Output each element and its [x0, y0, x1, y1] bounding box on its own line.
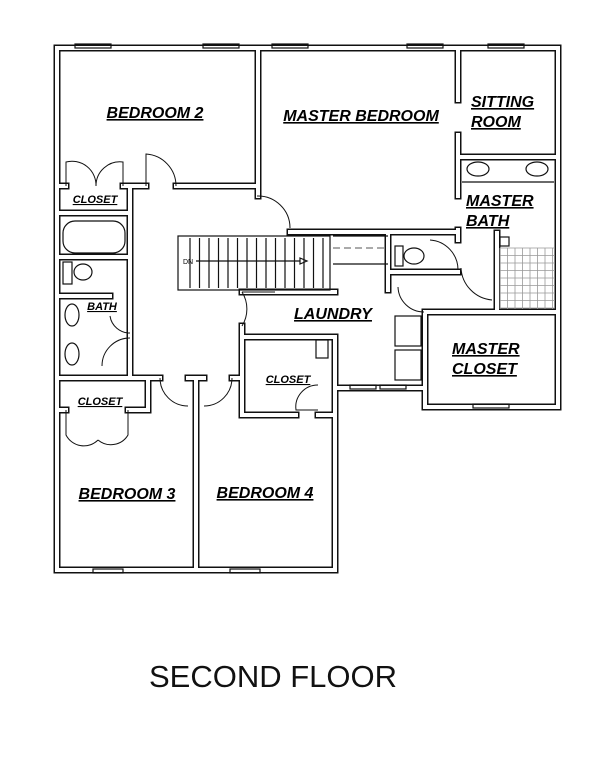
- doors: [65, 153, 493, 447]
- wall: [240, 335, 337, 390]
- label-sitting-2: ROOM: [471, 114, 521, 131]
- staircase: [177, 235, 388, 291]
- wall: [58, 376, 150, 412]
- walls: [53, 44, 562, 574]
- label-closet-bedroom-2: CLOSET: [73, 194, 119, 206]
- sink: [466, 161, 490, 177]
- fixtures: [62, 161, 554, 381]
- sink: [64, 342, 80, 366]
- toilet-bowl: [403, 247, 425, 265]
- label-closet-bedroom-4: CLOSET: [266, 374, 312, 386]
- sink: [525, 161, 549, 177]
- water-heater: [315, 339, 329, 359]
- label-bedroom-2: BEDROOM 2: [107, 105, 204, 122]
- label-laundry: LAUNDRY: [294, 306, 373, 323]
- plan-title: SECOND FLOOR: [149, 659, 397, 694]
- toilet-tank: [62, 261, 73, 285]
- label-stairs-down: DN: [183, 259, 193, 266]
- label-master-bath-1: MASTER: [466, 193, 534, 210]
- toilet-bowl: [73, 263, 93, 281]
- label-bedroom-4: BEDROOM 4: [217, 485, 314, 502]
- label-master-bedroom: MASTER BEDROOM: [283, 108, 439, 125]
- arrow-icon: [299, 257, 309, 265]
- label-closet-bedroom-3: CLOSET: [78, 396, 124, 408]
- label-bath: BATH: [87, 301, 118, 313]
- sink: [64, 303, 80, 327]
- dryer: [394, 349, 422, 381]
- label-bedroom-3: BEDROOM 3: [79, 486, 176, 503]
- shower-grid: [499, 247, 555, 309]
- washer: [394, 315, 422, 347]
- wall: [240, 335, 298, 417]
- label-master-bath-2: BATH: [466, 213, 510, 230]
- label-master-closet-1: MASTER: [452, 341, 520, 358]
- toilet-tank: [394, 245, 404, 267]
- label-master-closet-2: CLOSET: [452, 361, 518, 378]
- bathtub: [62, 220, 126, 254]
- windows: [74, 43, 525, 574]
- label-sitting-1: SITTING: [471, 94, 534, 111]
